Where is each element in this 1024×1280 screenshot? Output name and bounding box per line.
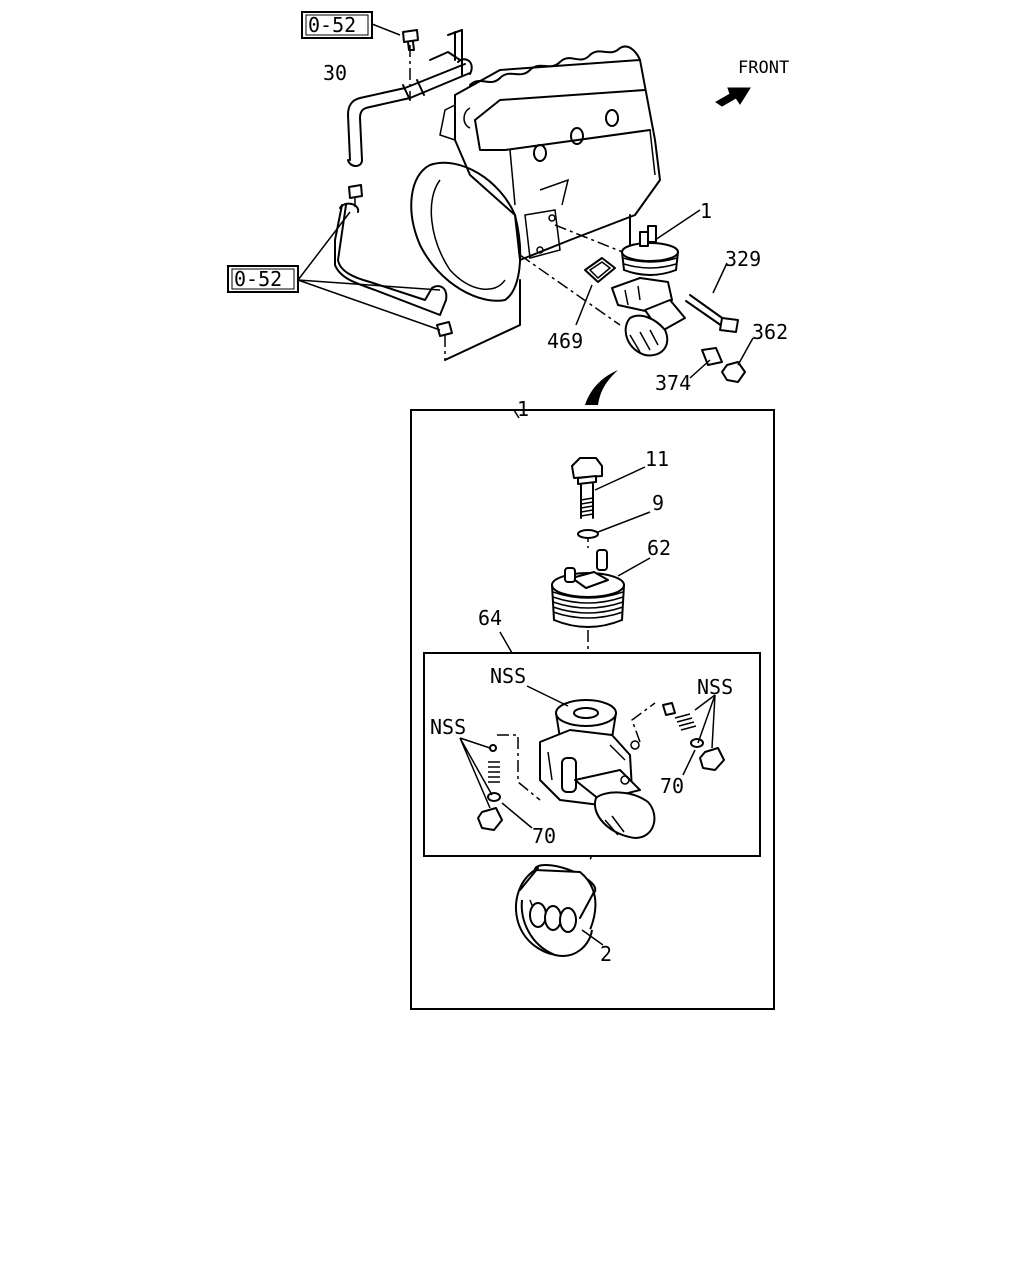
front-label: FRONT (738, 58, 789, 78)
oil-cooler-body (539, 699, 656, 839)
hose-clamp-icon (348, 184, 453, 337)
reference-label-left: 0-52 (234, 267, 282, 291)
relief-valve-left (477, 744, 503, 831)
oil-filter-2 (515, 863, 597, 957)
part-label-11: 11 (645, 447, 669, 471)
stud-374 (701, 347, 723, 366)
reference-label-top: 0-52 (308, 13, 356, 37)
relief-valve-right (662, 702, 725, 771)
part-label-1-detail: 1 (517, 397, 529, 421)
nss-label-left: NSS (430, 715, 466, 739)
o-ring-9 (577, 529, 599, 539)
nss-label-right: NSS (697, 675, 733, 699)
reference-box-left: 0-52 (227, 265, 299, 293)
part-label-62: 62 (647, 536, 671, 560)
part-label-362: 362 (752, 320, 788, 344)
part-label-374: 374 (655, 371, 691, 395)
detail-pointer-icon (585, 370, 618, 405)
part-label-64: 64 (478, 606, 502, 630)
oil-cooler-element-62 (551, 549, 625, 628)
part-label-70-left: 70 (532, 824, 556, 848)
part-label-70-right: 70 (660, 774, 684, 798)
oil-cooler-assembly-small (611, 225, 686, 357)
part-label-1-top: 1 (700, 199, 712, 223)
reference-box-top: 0-52 (301, 11, 373, 39)
part-label-2: 2 (600, 942, 612, 966)
nut-362 (721, 361, 746, 383)
top-bolt-icon (402, 29, 419, 51)
part-label-469: 469 (547, 329, 583, 353)
engine-block (410, 45, 661, 302)
bolt-329 (685, 294, 739, 333)
part-label-9: 9 (652, 491, 664, 515)
part-label-329: 329 (725, 247, 761, 271)
bolt-11 (571, 457, 603, 519)
nss-label-center: NSS (490, 664, 526, 688)
oil-pipe (347, 29, 473, 167)
oil-hose (334, 202, 448, 316)
part-label-30: 30 (323, 61, 347, 85)
front-direction-arrow-icon (715, 87, 751, 107)
gasket-469 (584, 257, 616, 283)
